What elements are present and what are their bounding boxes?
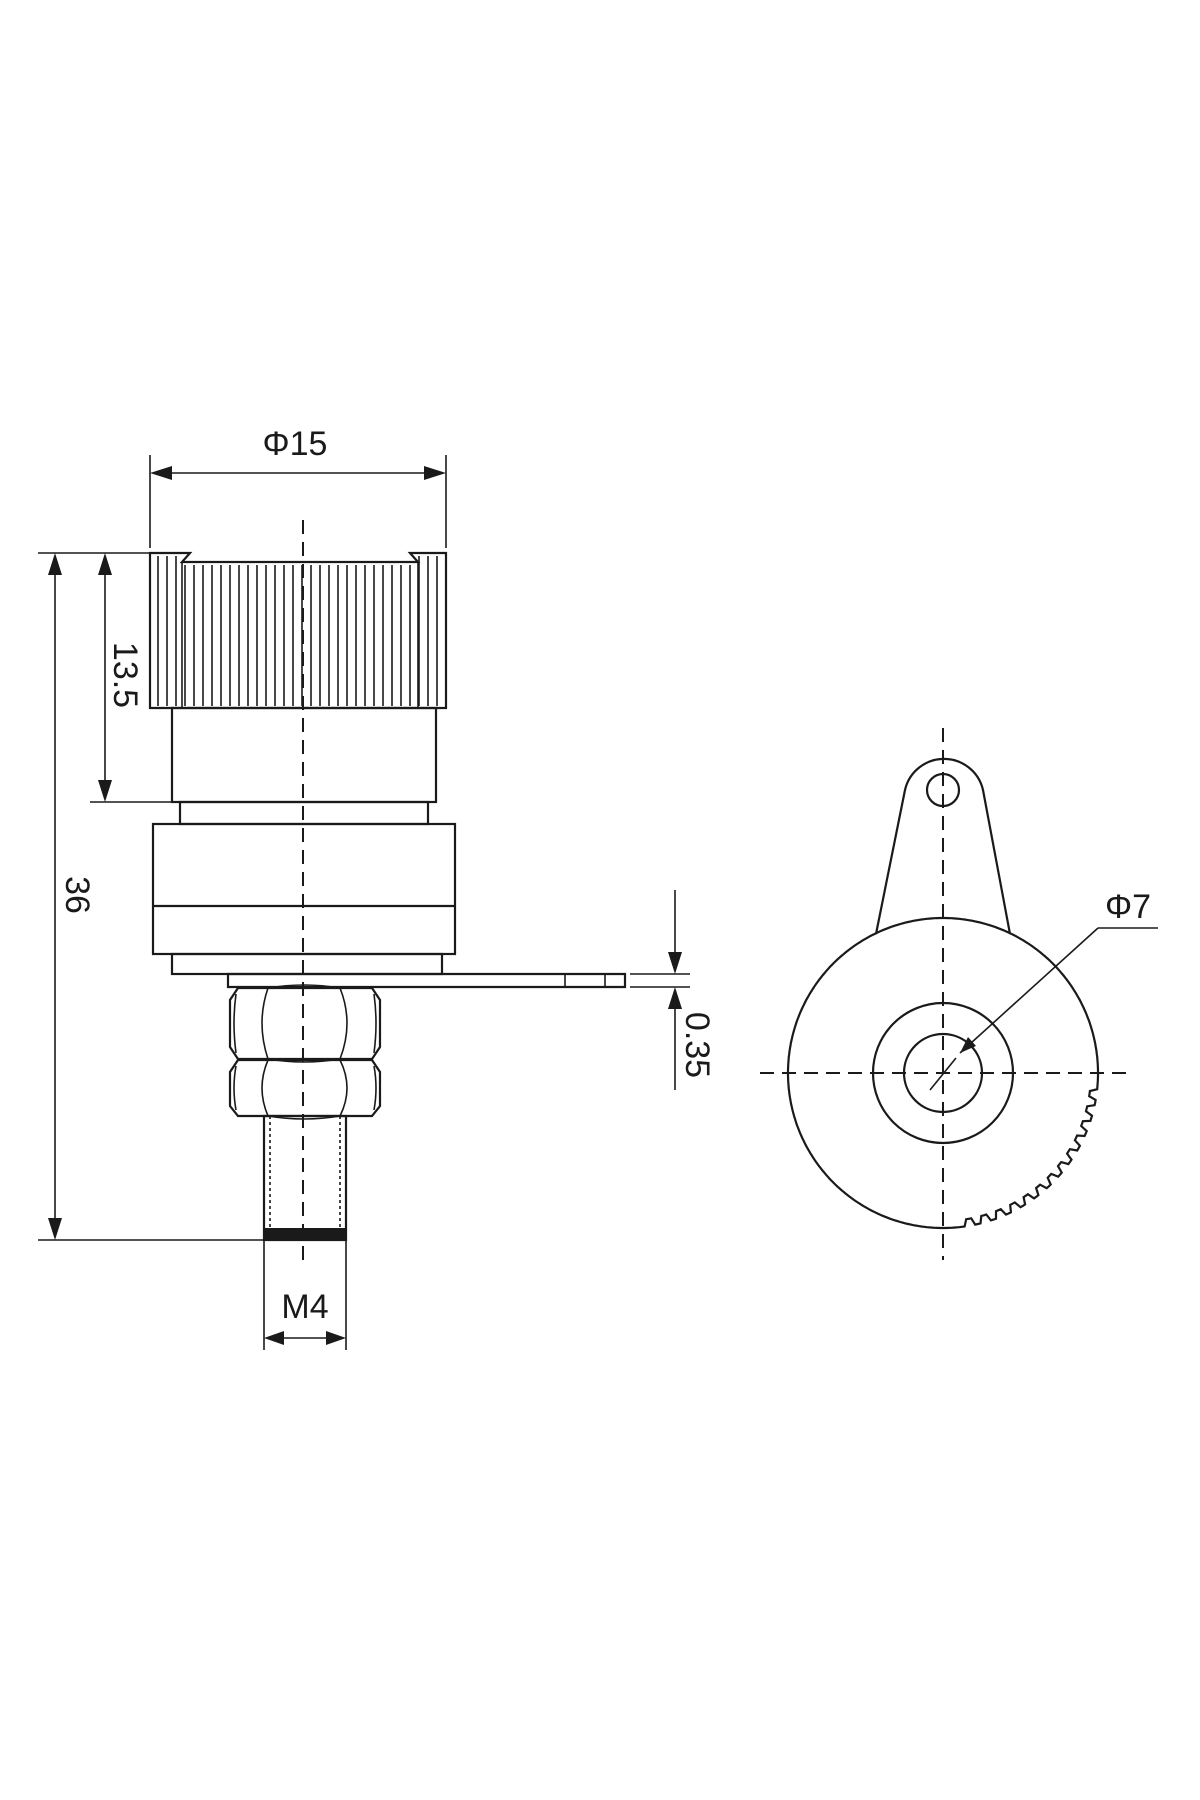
dim-thread-label: M4: [281, 1288, 328, 1326]
threaded-stud: [262, 1114, 348, 1242]
front-view: Φ7: [760, 728, 1158, 1260]
dim-bore-diameter: Φ7: [959, 888, 1158, 1054]
dim-knob-height: 13.5: [98, 553, 144, 802]
knurled-knob: [148, 551, 448, 710]
side-view: Φ15 13.5 36 0.35: [38, 425, 716, 1350]
base-washer: [170, 952, 444, 976]
solder-tab: [226, 972, 627, 989]
dim-plate-thickness: 0.35: [630, 890, 716, 1090]
dim-knob-height-label: 13.5: [106, 642, 144, 708]
dim-total-length: 36: [48, 553, 96, 1240]
front-disc: [786, 916, 1100, 1230]
dim-total-length-label: 36: [58, 876, 96, 914]
dim-plate-thickness-label: 0.35: [678, 1012, 716, 1078]
body: [151, 822, 457, 956]
dim-bore-diameter-label: Φ7: [1105, 888, 1151, 926]
dim-thread: M4: [263, 1240, 347, 1350]
dim-knob-diameter-label: Φ15: [263, 425, 328, 463]
hex-nuts: [228, 984, 382, 1120]
dim-knob-diameter: Φ15: [149, 425, 447, 548]
